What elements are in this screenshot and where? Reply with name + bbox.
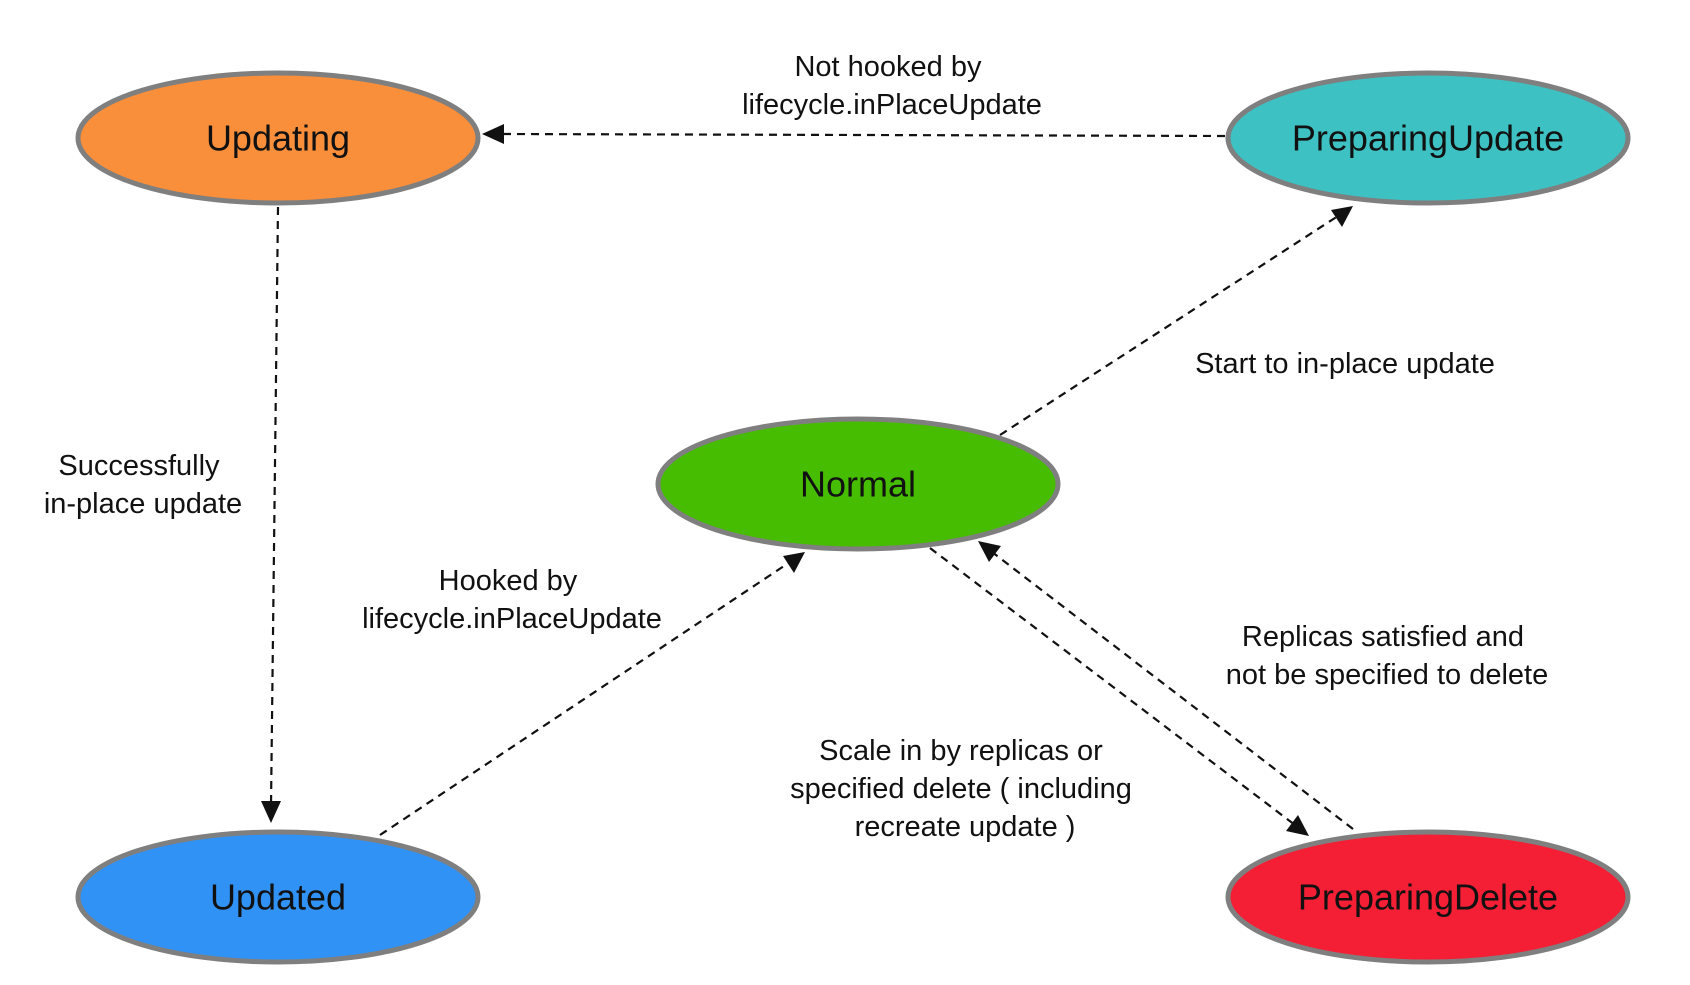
label-not-hooked: Not hooked by lifecycle.inPlaceUpdate — [742, 51, 1042, 121]
edge-not-hooked — [482, 124, 1226, 144]
state-updating-label: Updating — [206, 118, 350, 159]
state-updated-shape — [75, 829, 481, 965]
label-scale-in-line-3: recreate update ) — [855, 811, 1076, 843]
state-preparing-delete: PreparingDelete — [1225, 829, 1631, 965]
label-scale-in-line-2: specified delete ( including — [790, 773, 1132, 805]
state-updating-shape — [75, 70, 481, 206]
label-successfully-updated-line-1: Successfully — [58, 450, 220, 482]
state-preparing-delete-label: PreparingDelete — [1298, 877, 1558, 918]
label-replicas-satisfied-line-1: Replicas satisfied and — [1242, 621, 1524, 653]
edge-successfully-updated — [261, 206, 281, 823]
label-hooked-line-2: lifecycle.inPlaceUpdate — [362, 603, 662, 635]
label-replicas-satisfied-line-2: not be specified to delete — [1226, 659, 1548, 691]
state-preparing-update-shape — [1225, 70, 1631, 206]
label-hooked: Hooked by lifecycle.inPlaceUpdate — [362, 565, 662, 635]
edge-start-update — [999, 206, 1353, 436]
label-scale-in-line-1: Scale in by replicas or — [819, 735, 1103, 767]
state-preparing-delete-shape — [1225, 829, 1631, 965]
state-updated-label: Updated — [210, 877, 346, 918]
state-preparing-update-label: PreparingUpdate — [1292, 118, 1564, 159]
label-successfully-updated: Successfully in-place update — [44, 450, 242, 520]
state-updated: Updated — [75, 829, 481, 965]
state-updating: Updating — [75, 70, 481, 206]
edge-replicas-satisfied — [978, 541, 1354, 830]
label-hooked-line-1: Hooked by — [439, 565, 578, 597]
state-normal: Normal — [655, 416, 1061, 552]
label-start-update-line-1: Start to in-place update — [1195, 348, 1495, 380]
label-not-hooked-line-1: Not hooked by — [794, 51, 982, 83]
label-scale-in: Scale in by replicas or specified delete… — [790, 735, 1140, 843]
label-start-update: Start to in-place update — [1195, 348, 1495, 380]
label-successfully-updated-line-2: in-place update — [44, 488, 242, 520]
state-normal-label: Normal — [800, 464, 916, 505]
edge-hooked — [379, 552, 805, 836]
label-not-hooked-line-2: lifecycle.inPlaceUpdate — [742, 89, 1042, 121]
label-replicas-satisfied: Replicas satisfied and not be specified … — [1226, 621, 1548, 691]
edge-scale-in — [929, 547, 1309, 836]
state-normal-shape — [655, 416, 1061, 552]
state-preparing-update: PreparingUpdate — [1225, 70, 1631, 206]
